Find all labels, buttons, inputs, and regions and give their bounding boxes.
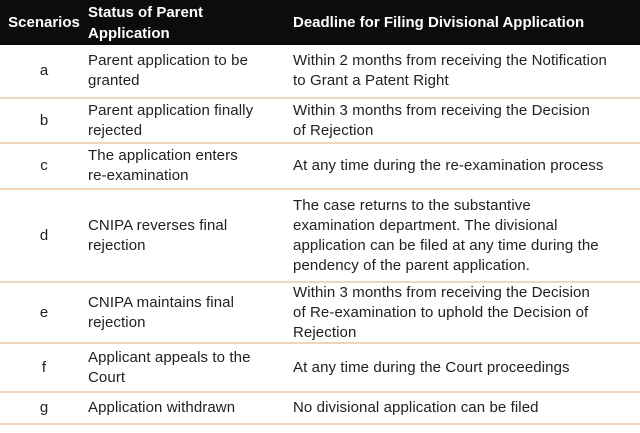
deadline-cell: The case returns to the substantive exam…: [293, 196, 599, 274]
scenario-letter: a: [39, 62, 49, 79]
deadline-cell: At any time during the re-examination pr…: [293, 157, 604, 174]
deadline-cell: Within 3 months from receiving the Decis…: [293, 283, 590, 341]
status-cell: CNIPA maintains final rejection: [88, 293, 235, 331]
column-header-scenarios: Scenarios: [8, 14, 80, 31]
table-row: d CNIPA reverses final rejection The cas…: [0, 190, 640, 283]
table-row: e CNIPA maintains final rejection Within…: [0, 283, 640, 344]
status-cell: Parent application to be granted: [88, 52, 249, 89]
status-cell: Parent application finally rejected: [88, 101, 254, 139]
scenario-letter: f: [41, 358, 47, 376]
table-row: a Parent application to be granted Withi…: [0, 45, 640, 99]
column-header-deadline-for-filing: Deadline for Filing Divisional Applicati…: [293, 14, 585, 31]
deadline-cell: Within 2 months from receiving the Notif…: [293, 52, 607, 89]
scenario-letter: g: [39, 399, 49, 416]
table-row: f Applicant appeals to the Court At any …: [0, 344, 640, 393]
scenario-letter: c: [40, 157, 48, 174]
scenario-letter: e: [39, 303, 49, 321]
status-cell: Applicant appeals to the Court: [88, 348, 251, 386]
deadline-cell: No divisional application can be filed: [293, 399, 539, 416]
scenario-letter: b: [39, 111, 49, 129]
status-cell: The application enters re-examination: [88, 147, 238, 184]
table-row: b Parent application finally rejected Wi…: [0, 99, 640, 144]
table-row: c The application enters re-examination …: [0, 144, 640, 190]
scenario-letter: d: [39, 226, 49, 244]
table-row: g Application withdrawn No divisional ap…: [0, 393, 640, 425]
status-cell: CNIPA reverses final rejection: [88, 216, 228, 254]
column-header-status-of-parent-application: Status of Parent Application: [88, 3, 204, 42]
table-header-row: Scenarios Status of Parent Application D…: [0, 0, 640, 45]
deadline-cell: Within 3 months from receiving the Decis…: [293, 101, 590, 139]
status-cell: Application withdrawn: [88, 399, 236, 416]
deadline-cell: At any time during the Court proceedings: [293, 358, 570, 376]
